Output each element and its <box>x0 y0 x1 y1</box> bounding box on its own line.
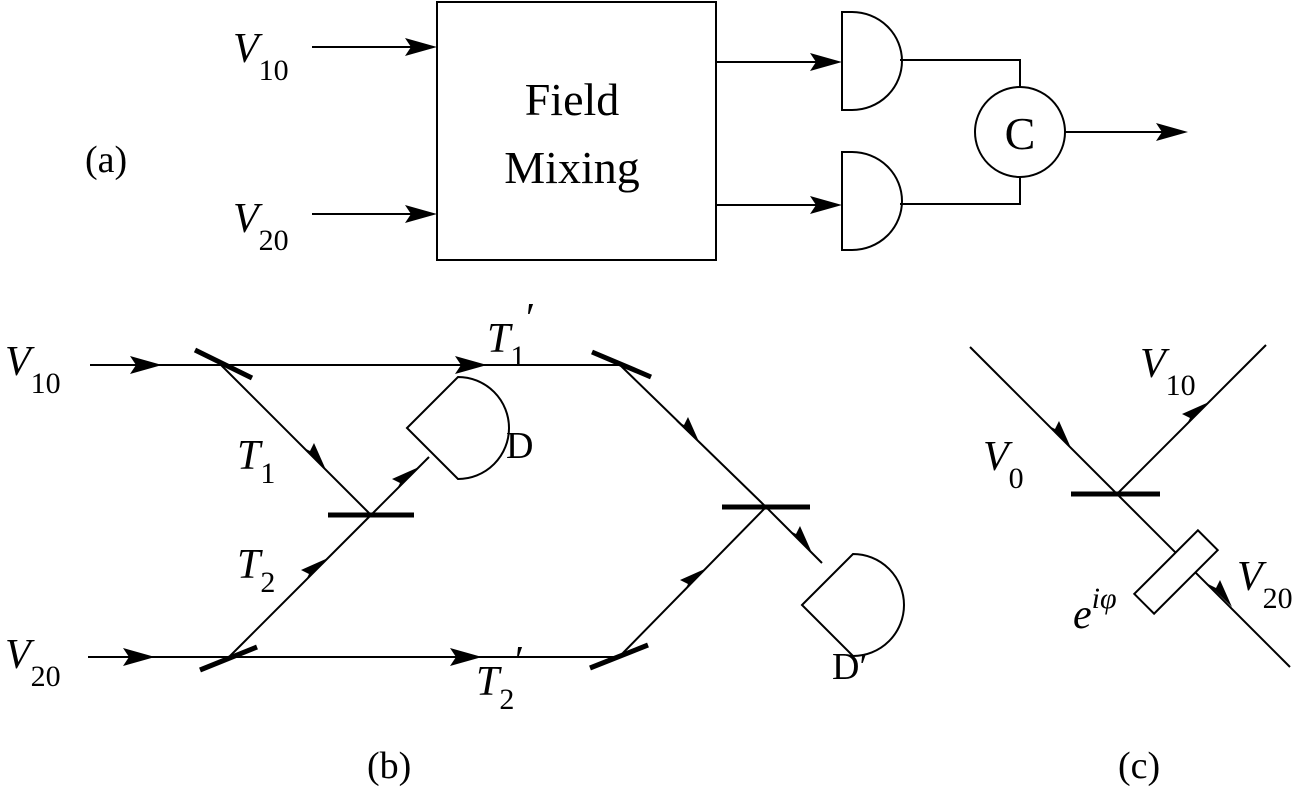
arrowhead-icon <box>676 417 700 444</box>
phase-plate <box>1132 528 1220 616</box>
panel-b-detector-dprime-label: D′ <box>832 646 868 688</box>
panel-b-mirror-top-right <box>591 349 652 380</box>
panel-c-beam-main <box>969 346 1291 668</box>
arrowhead-icon <box>302 443 326 470</box>
arrowhead-icon <box>1182 402 1209 426</box>
panel-b-tag: (b) <box>367 745 411 787</box>
panel-a-wire-top <box>900 59 1021 87</box>
panel-b-detector-d-label: D <box>506 425 533 467</box>
field-mixing-line1: Field <box>525 74 620 125</box>
panel-a-tag: (a) <box>85 139 127 181</box>
field-mixing-line2: Mixing <box>504 142 639 193</box>
panel-b: (b) V10 V20 <box>5 296 905 787</box>
arrowhead-icon <box>130 356 162 374</box>
panel-c-label-phase: eiφ <box>1073 582 1117 638</box>
panel-b-splitter-bottom-left <box>199 644 258 673</box>
panel-c-label-v0: V0 <box>983 434 1024 495</box>
panel-c-label-v20: V20 <box>1237 554 1293 615</box>
arrowhead-icon <box>788 526 812 553</box>
arrowhead-icon <box>1047 421 1071 448</box>
panel-b-input-bottom-label: V20 <box>5 632 61 693</box>
arrowhead-icon <box>455 356 487 374</box>
panel-a: (a) V10 V20 Field Mixing C <box>85 1 1188 261</box>
panel-a-input-top-label: V10 <box>233 26 289 87</box>
arrowhead-icon <box>680 568 707 592</box>
panel-c-label-v10: V10 <box>1140 341 1196 402</box>
panel-b-label-t1: T1 <box>237 433 275 490</box>
arrowhead-icon <box>123 648 155 666</box>
panel-c-tag: (c) <box>1118 745 1160 787</box>
arrowhead-icon <box>301 558 328 582</box>
panel-b-input-top-label: V10 <box>5 339 61 400</box>
panel-b-path-t1 <box>220 364 372 516</box>
panel-a-input-bottom-label: V20 <box>233 196 289 257</box>
arrowhead-icon <box>810 53 842 71</box>
panel-b-label-t2: T2 <box>237 542 275 599</box>
detector-icon <box>841 11 903 111</box>
arrowhead-icon <box>1156 123 1188 141</box>
panel-b-label-t2-prime: T2′ <box>476 639 522 716</box>
detector-dprime-icon <box>800 552 905 658</box>
panel-b-path-t2 <box>228 514 372 658</box>
panel-c: (c) V0 V10 V20 eiφ <box>969 341 1293 787</box>
panel-a-wire-bottom <box>900 177 1021 205</box>
arrowhead-icon <box>1208 580 1232 607</box>
panel-b-label-t1-prime: T1′ <box>487 296 533 373</box>
arrowhead-icon <box>392 467 419 491</box>
arrowhead-icon <box>405 205 437 223</box>
panel-b-splitter-top-left <box>193 347 254 381</box>
correlator-label: C <box>1005 108 1036 159</box>
arrowhead-icon <box>450 648 482 666</box>
field-mixing-box <box>436 1 717 261</box>
detector-d-icon <box>405 375 510 481</box>
arrowhead-icon <box>405 38 437 56</box>
detector-icon <box>841 151 903 251</box>
arrowhead-icon <box>810 196 842 214</box>
